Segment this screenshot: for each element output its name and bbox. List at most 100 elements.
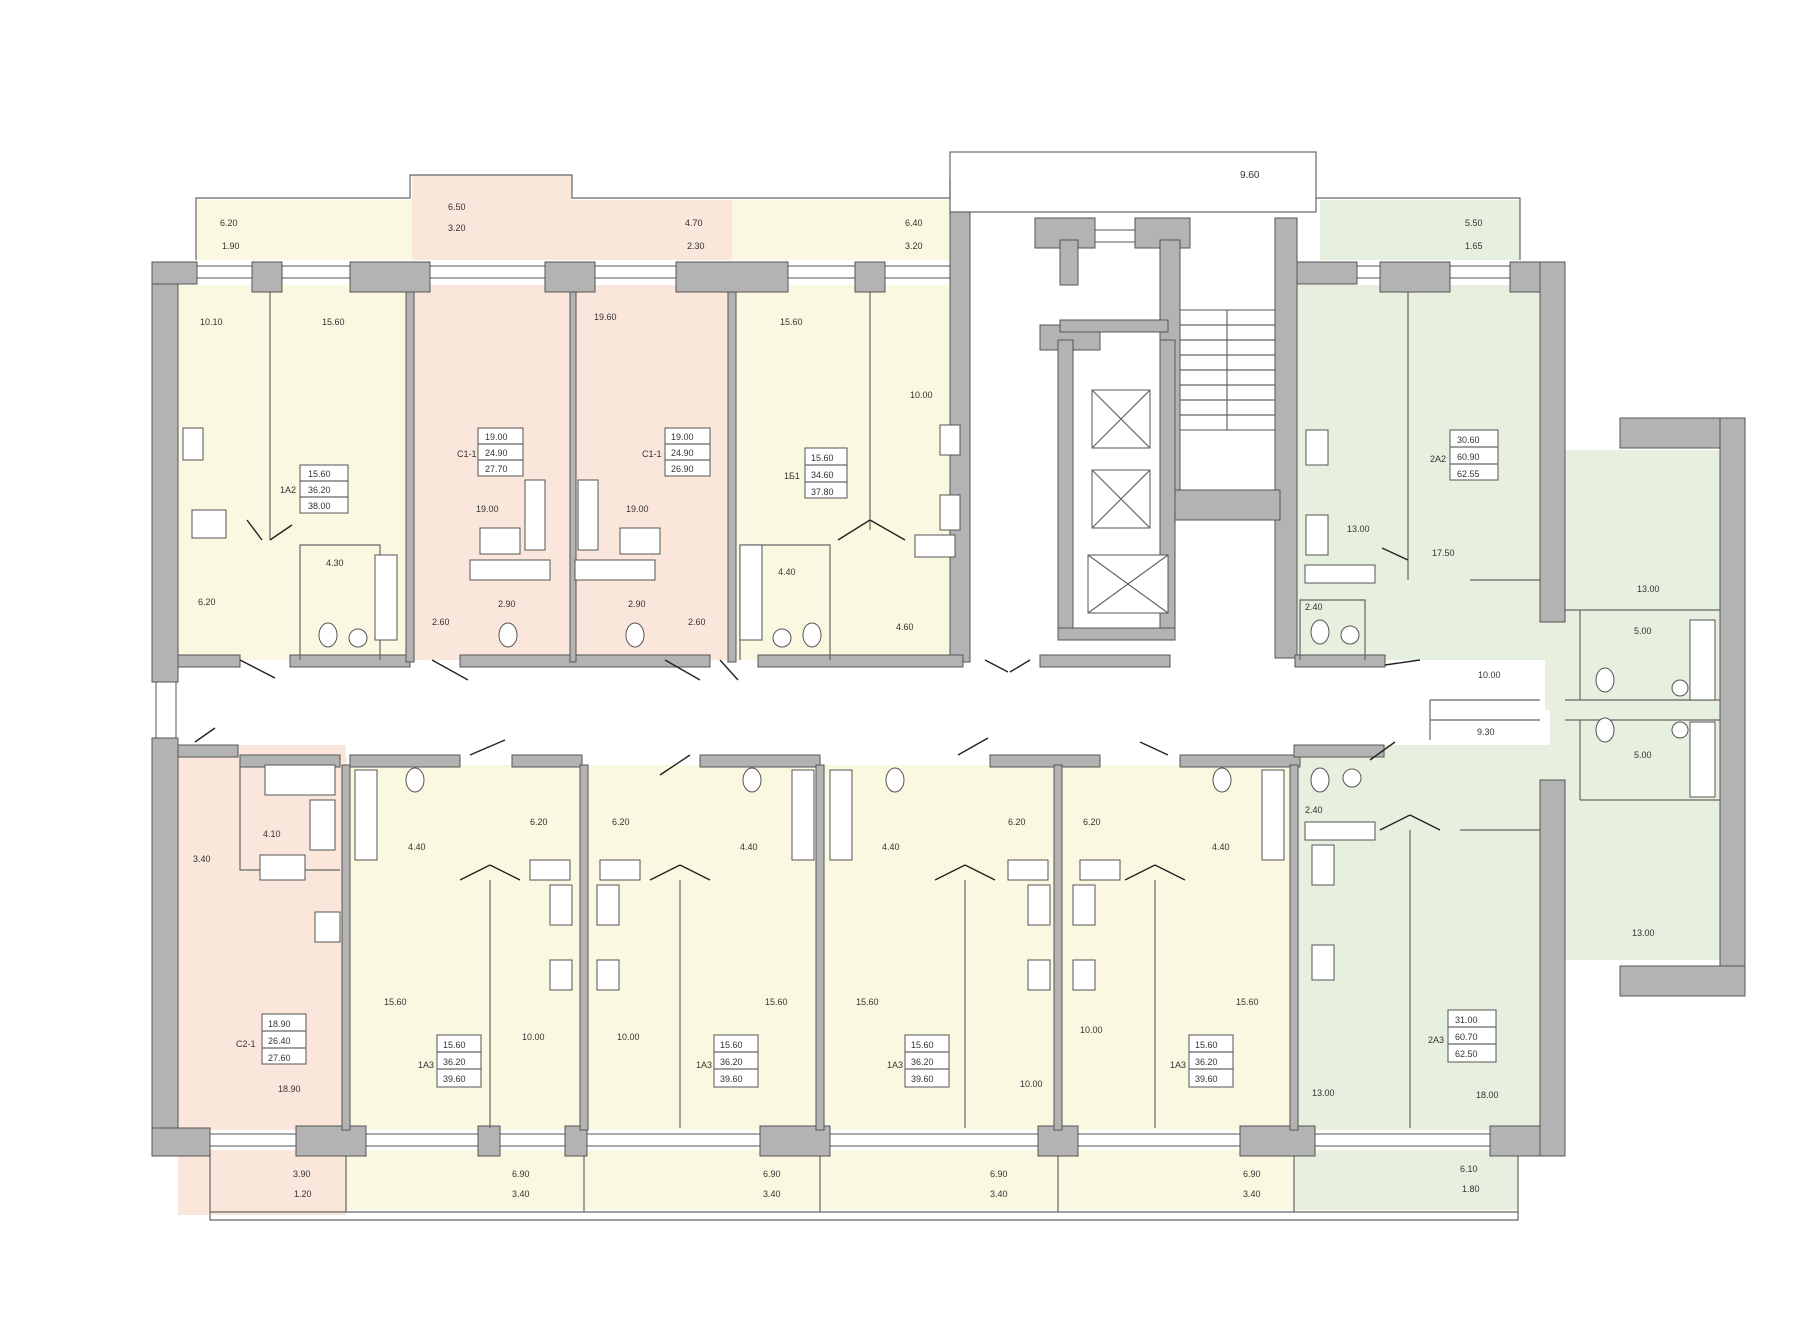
balcony-b6-fill bbox=[1294, 1150, 1518, 1210]
fridge-icon bbox=[524, 479, 546, 551]
washbasin-icon bbox=[1671, 721, 1689, 739]
bathtub-icon bbox=[1304, 821, 1376, 841]
room-area-label: 10.00 bbox=[617, 1032, 640, 1042]
total-area: 36.20 bbox=[720, 1057, 743, 1067]
area-with-balcony: 27.60 bbox=[268, 1053, 291, 1063]
labels: 9.60 6.20 1.90 6.50 3.20 4.70 2.30 6.40 … bbox=[193, 170, 1660, 1199]
balcony-b4-fill bbox=[820, 1150, 1058, 1210]
balcony-label: 3.40 bbox=[512, 1189, 530, 1199]
stove-icon bbox=[1072, 959, 1096, 991]
toilet-icon bbox=[885, 767, 905, 793]
bathtub-icon bbox=[1261, 769, 1285, 861]
apartment-box-1a3-2: 1А3 15.60 36.20 39.60 bbox=[696, 1034, 759, 1088]
area-with-balcony: 39.60 bbox=[1195, 1074, 1218, 1084]
apartment-code: С2-1 bbox=[236, 1039, 256, 1049]
room-area-label: 18.00 bbox=[1476, 1090, 1499, 1100]
apartment-box-c21: С2-1 18.90 26.40 27.60 bbox=[236, 1013, 307, 1065]
living-area: 19.00 bbox=[485, 432, 508, 442]
area-with-balcony: 62.50 bbox=[1455, 1049, 1478, 1059]
sink-icon bbox=[479, 527, 521, 555]
room-area-label: 10.00 bbox=[522, 1032, 545, 1042]
doors bbox=[194, 519, 1441, 881]
balcony-label: 3.40 bbox=[1243, 1189, 1261, 1199]
room-area-label: 4.30 bbox=[326, 558, 344, 568]
balcony-label: 1.90 bbox=[222, 241, 240, 251]
stove-icon bbox=[1027, 959, 1051, 991]
room-area-label: 10.10 bbox=[200, 317, 223, 327]
balcony-label: 2.30 bbox=[687, 241, 705, 251]
room-area-label: 13.00 bbox=[1312, 1088, 1335, 1098]
living-area: 15.60 bbox=[1195, 1040, 1218, 1050]
balcony-label: 6.90 bbox=[1243, 1169, 1261, 1179]
area-with-balcony: 39.60 bbox=[443, 1074, 466, 1084]
room-area-label: 4.40 bbox=[408, 842, 426, 852]
walls bbox=[151, 211, 1746, 1157]
apt-1a2-fill bbox=[178, 285, 410, 660]
balcony-label: 6.90 bbox=[512, 1169, 530, 1179]
toilet-icon bbox=[802, 622, 822, 648]
room-area-label: 2.90 bbox=[498, 599, 516, 609]
balcony-label: 4.70 bbox=[685, 218, 703, 228]
washbasin-icon bbox=[1342, 768, 1362, 788]
fridge-icon bbox=[1007, 859, 1049, 881]
stove-icon bbox=[596, 959, 620, 991]
balcony-label: 6.90 bbox=[990, 1169, 1008, 1179]
room-area-label: 17.50 bbox=[1432, 548, 1455, 558]
stove-icon bbox=[314, 911, 341, 943]
room-area-label: 15.60 bbox=[780, 317, 803, 327]
living-area: 15.60 bbox=[443, 1040, 466, 1050]
balcony-label: 6.40 bbox=[905, 218, 923, 228]
apartment-box-1a3-1: 1А3 15.60 36.20 39.60 bbox=[418, 1034, 482, 1088]
balcony-label: 3.40 bbox=[990, 1189, 1008, 1199]
apartment-box-1a3-3: 1А3 15.60 36.20 39.60 bbox=[887, 1034, 950, 1088]
bathtub-icon bbox=[1304, 564, 1376, 584]
room-area-label: 2.40 bbox=[1305, 805, 1323, 815]
balcony-label: 3.20 bbox=[905, 241, 923, 251]
apartment-box-c11-left: С1-1 19.00 24.90 27.70 bbox=[457, 427, 524, 477]
interior-lines bbox=[239, 292, 1720, 1128]
living-area: 18.90 bbox=[268, 1019, 291, 1029]
room-area-label: 10.00 bbox=[1478, 670, 1501, 680]
apt-1b1-fill bbox=[732, 285, 964, 660]
room-area-label: 15.60 bbox=[322, 317, 345, 327]
washbasin-icon bbox=[1671, 679, 1689, 697]
bathtub-icon bbox=[1689, 619, 1716, 701]
area-with-balcony: 62.55 bbox=[1457, 469, 1480, 479]
balcony-3-fill bbox=[572, 200, 732, 260]
room-area-label: 6.20 bbox=[612, 817, 630, 827]
toilet-icon bbox=[405, 767, 425, 793]
toilet-icon bbox=[1595, 667, 1615, 693]
toilet-icon bbox=[498, 622, 518, 648]
living-area: 15.60 bbox=[811, 453, 834, 463]
roof-area-label: 9.60 bbox=[1240, 170, 1260, 181]
balcony-4-fill bbox=[732, 200, 950, 260]
living-area: 15.60 bbox=[308, 469, 331, 479]
room-area-label: 2.60 bbox=[688, 617, 706, 627]
balcony-label: 1.80 bbox=[1462, 1184, 1480, 1194]
balcony-outlines bbox=[195, 151, 1521, 1221]
stove-icon bbox=[939, 424, 961, 456]
living-area: 15.60 bbox=[720, 1040, 743, 1050]
room-area-label: 19.60 bbox=[594, 312, 617, 322]
room-area-label: 9.30 bbox=[1477, 727, 1495, 737]
bathtub-icon bbox=[469, 559, 551, 581]
balcony-label: 6.50 bbox=[448, 202, 466, 212]
living-area: 19.00 bbox=[671, 432, 694, 442]
room-area-label: 2.90 bbox=[628, 599, 646, 609]
room-area-label: 4.60 bbox=[896, 622, 914, 632]
stove-icon bbox=[1305, 429, 1329, 466]
room-area-label: 19.00 bbox=[626, 504, 649, 514]
sink-icon bbox=[1311, 844, 1335, 886]
apartment-code: 2А2 bbox=[1430, 454, 1446, 464]
bathtub-icon bbox=[264, 764, 336, 796]
room-area-label: 6.20 bbox=[198, 597, 216, 607]
balcony-label: 3.40 bbox=[763, 1189, 781, 1199]
balcony-5-fill bbox=[1320, 200, 1520, 260]
sink-icon bbox=[259, 854, 306, 881]
total-area: 36.20 bbox=[443, 1057, 466, 1067]
elevator-shafts bbox=[1087, 389, 1169, 614]
sink-icon bbox=[596, 884, 620, 926]
fridge-icon bbox=[529, 859, 571, 881]
room-area-label: 10.00 bbox=[1020, 1079, 1043, 1089]
bathtub-icon bbox=[829, 769, 853, 861]
